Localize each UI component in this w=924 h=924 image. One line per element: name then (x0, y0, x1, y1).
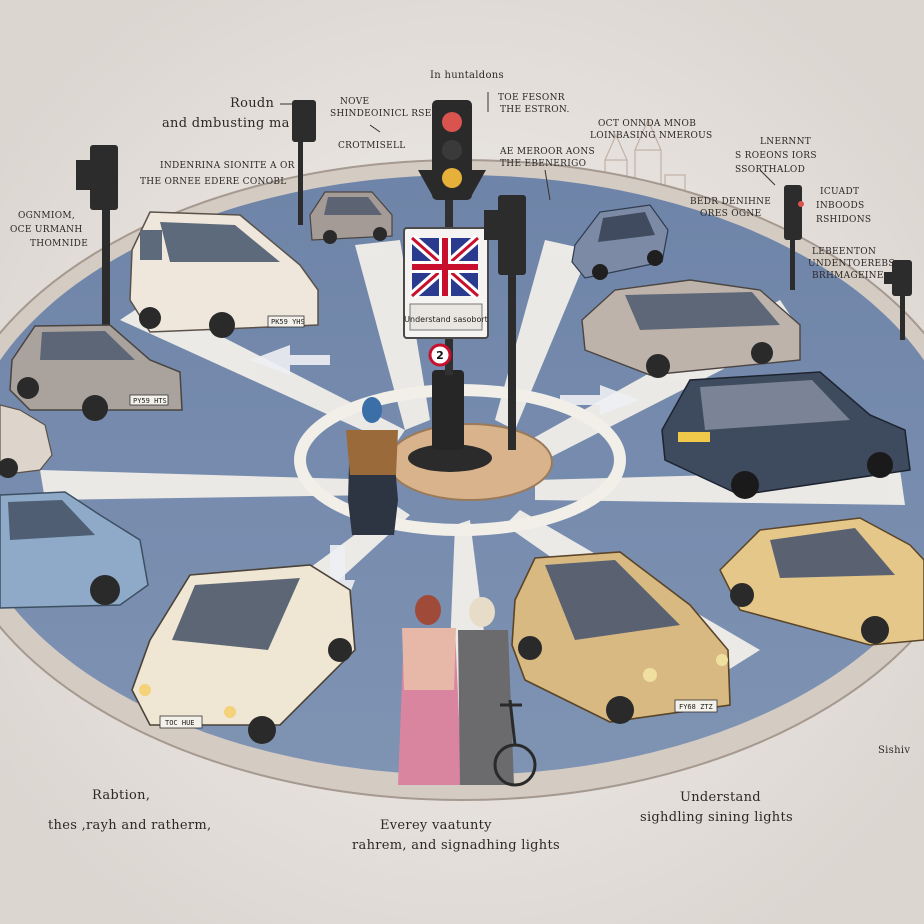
label-leader-lines (280, 92, 776, 201)
label-far-left-1b: oce urmanh (10, 225, 83, 235)
label-top-center: In huntaldons (430, 70, 504, 81)
hatch-front-plate: FY68 ZTZ (679, 703, 713, 711)
blue-mpv-left (0, 491, 149, 609)
bicycle (493, 699, 537, 787)
silver-hatch-left (9, 324, 183, 421)
label-far-left-1c: thomnide (30, 239, 89, 249)
label-left-mid-2: the ornee edere conobl (140, 177, 287, 187)
label-top-left-3b: shindeoinicl rse (330, 109, 432, 119)
traffic-light-top-left (292, 100, 316, 225)
label-right-far-2b: ores ogne (700, 209, 762, 219)
label-right-far-2a: bedr denihne (690, 197, 772, 207)
label-far-left-1a: ognmiom, (18, 211, 76, 221)
yellow-hatch-right (719, 517, 924, 646)
woman-pedestrian-center (346, 397, 398, 535)
traffic-light-far-right (884, 260, 912, 340)
main-traffic-light (418, 100, 486, 200)
van-wheel-rear (139, 307, 161, 329)
label-right-mid-1b: the ebenerigo (500, 159, 587, 169)
label-right-mid-1a: ae meroor aons (500, 147, 596, 157)
label-top-left-3a: nove (340, 97, 370, 107)
traffic-light-right (784, 185, 804, 290)
label-bottom-right-1: Understand (680, 790, 761, 805)
label-right-far-1c: ssorthalod (735, 165, 806, 175)
hatch-left-plate: PY59 HTS (133, 397, 167, 405)
label-top-left-3c: crotmisell (338, 141, 406, 151)
grey-hatch-top (309, 191, 393, 244)
label-right-edge-1b: inboods (816, 201, 865, 211)
white-van (129, 211, 319, 338)
label-bottom-center-1: Everey vaatunty (380, 818, 492, 833)
label-right-edge-1c: rshidons (816, 215, 872, 225)
sedan-plate: TOC HUE (165, 719, 195, 727)
label-top-left-2: and dmbusting ma (162, 116, 290, 131)
navy-hatch-right (661, 371, 911, 499)
label-right-top-1: toe fesonr (498, 93, 565, 103)
label-right-edge-2b: undentoerebs (808, 259, 895, 269)
label-bottom-left-2: thes ,rayh and ratherm, (48, 818, 212, 833)
island-platform (408, 444, 492, 472)
van-wheel-front (209, 312, 235, 338)
van-plate: PK59 YHS (271, 318, 305, 326)
woman-pedestrian-grey (458, 597, 514, 785)
amber-light-icon (442, 168, 462, 188)
blue-car-top-right (571, 204, 669, 280)
traffic-light-left (76, 145, 118, 325)
label-right-top-3a: oct onnda mnob (598, 119, 697, 129)
label-bottom-left-1: Rabtion, (92, 788, 151, 803)
label-bottom-center-2: rahrem, and signadhing lights (352, 838, 560, 853)
gold-hatch-front (511, 551, 731, 724)
grey-saloon-right (581, 279, 801, 378)
union-flag-sign (403, 227, 489, 339)
white-car-far-left (0, 404, 53, 478)
cream-sedan-front (131, 564, 356, 744)
label-bottom-right-2: sighdling sining lights (640, 810, 793, 825)
label-edge-right-bottom: Sishiv (878, 745, 911, 756)
label-right-edge-2a: lebeenton (812, 247, 877, 257)
label-left-mid-1: indenrina sionite a or (160, 161, 295, 171)
woman-pedestrian-pink (398, 595, 462, 785)
traffic-light-center-right (484, 195, 526, 450)
label-top-left-1: Roudn (230, 96, 275, 111)
roundel-number: 2 (436, 349, 444, 362)
sign-pillar (432, 370, 464, 450)
sign-caption: Understand sasobort (404, 315, 488, 324)
label-right-top-3b: loinbasing nmerous (590, 131, 713, 141)
label-right-top-2: the estron. (500, 105, 570, 115)
label-right-edge-1a: icuadt (820, 187, 860, 197)
speed-roundel (428, 343, 452, 367)
label-right-far-1a: lnernnt (760, 137, 812, 147)
label-right-edge-2c: brhmageine (812, 271, 884, 281)
label-right-far-1b: s roeons iors (735, 151, 817, 161)
red-light-icon (442, 112, 462, 132)
amber-off-light-icon (442, 140, 462, 160)
